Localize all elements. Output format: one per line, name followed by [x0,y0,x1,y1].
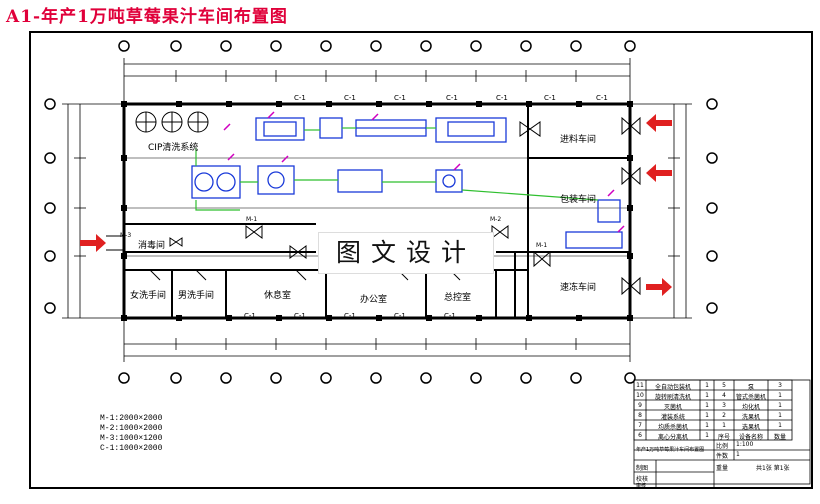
equipment-table-cell: 1 [705,382,709,389]
scale-label: 比例 [716,443,729,450]
door-legend-1: M-1:2000×2000 [100,414,163,423]
window-label: C-1 [544,94,556,102]
door-label: M-3 [120,232,132,239]
flow-arrows [80,114,672,296]
equipment-table-cell: 管式杀菌机 [735,394,766,401]
equipment-table-cell: 8 [638,412,642,419]
window-label: C-1 [344,94,356,102]
equipment-table-cell: 1 [705,412,709,419]
equipment-table-cell: 设备名称 [738,434,763,441]
sheet-label: 重量 [716,465,729,472]
equipment-table-cell: 1 [705,392,709,399]
room-label-rest: 休息室 [264,291,292,301]
sign-row: 制图 [636,465,649,472]
door-legend-2: M-2:1000×2000 [100,424,163,433]
window-label: C-1 [444,312,456,320]
page-title: A1-年产1万吨草莓果汁车间布置图 [6,7,288,27]
title-block [633,379,811,488]
equipment-markers [223,111,625,233]
door-label: M-1 [536,242,548,249]
equipment-table-cell: 选果机 [741,424,760,431]
scale-value: 1:100 [736,441,754,448]
equipment-table-cell: 均化机 [741,404,760,411]
equipment-table-cell: 5 [722,382,726,389]
equipment-table-cell: 全自动包装机 [654,384,691,391]
drawing-name: 年产1万吨草莓果汁车间布置图 [636,447,705,453]
equipment-table-cell: 10 [636,392,644,399]
door-legend-4: C-1:1000×2000 [100,444,163,453]
equipment-table-cell: 均质杀菌机 [657,424,688,431]
room-label-women-wash: 女洗手间 [130,291,167,301]
window-label: C-1 [294,94,306,102]
drawing-frame [29,31,813,489]
equipment-table-cell: 1 [778,392,782,399]
equipment-table-cell: 7 [638,422,642,429]
bottom-dimension [123,318,631,362]
equipment-table-cell: 2 [722,412,726,419]
equipment-table-cell: 灌装系统 [660,414,685,421]
equipment-table-cell: 离心分离机 [657,434,688,441]
sign-row: 审核 [636,483,647,489]
room-label-men-wash: 男洗手间 [178,291,215,301]
equipment-table-cell: 数量 [773,434,786,441]
top-dimension [123,58,631,104]
sign-row: 校核 [636,476,649,483]
qty-label: 件数 [716,453,729,460]
side-dimensions [62,103,692,319]
equipment [191,117,623,249]
door-label: M-1 [246,216,258,223]
cip-tanks [135,111,209,133]
pipelines [195,127,599,211]
room-label-shipping: 速冻车间 [560,283,597,293]
equipment-table-cell: 序号 [717,434,730,441]
equipment-table-cell: 3 [778,382,782,389]
equipment-table-cell: 1 [705,422,709,429]
window-label: C-1 [496,94,508,102]
equipment-table-cell: 1 [778,412,782,419]
entry-lines [106,235,124,251]
equipment-table-cell: 9 [638,402,642,409]
qty-value: 1 [736,451,740,458]
equipment-table-cell: 6 [638,432,642,439]
equipment-table-cell: 1 [722,422,726,429]
equipment-table-cell: 灭菌机 [663,404,682,411]
equipment-table-cell: 1 [778,402,782,409]
equipment-table-cell: 洗果机 [741,414,760,421]
window-label: C-1 [446,94,458,102]
equipment-table-cell: 1 [705,432,709,439]
sheet-info: 共1张 第1张 [756,465,790,472]
window-label: C-1 [394,312,406,320]
window-label: C-1 [596,94,608,102]
window-label: C-1 [344,312,356,320]
equipment-table-cell: 4 [722,392,726,399]
room-label-control: 总控室 [444,293,472,303]
equipment-table-cell: 3 [722,402,726,409]
room-label-office: 办公室 [360,295,388,305]
room-label-disinfect: 消毒间 [138,241,166,251]
door-legend-3: M-3:1000×1200 [100,434,163,443]
room-label-cip: CIP清洗系统 [148,143,199,153]
equipment-table-cell: 11 [636,382,644,389]
window-label: C-1 [244,312,256,320]
room-label-packing: 包装车间 [560,195,597,205]
window-label: C-1 [394,94,406,102]
equipment-table-cell: 泵 [747,384,754,391]
equipment-table-cell: 旋转刷清洗机 [654,394,691,401]
equipment-table-cell: 1 [705,402,709,409]
watermark-stamp: 图文设计 [318,232,494,274]
window-label: C-1 [294,312,306,320]
axis-bubbles [44,40,718,384]
room-label-receiving: 进料车间 [560,135,597,145]
door-label: M-2 [490,216,502,223]
equipment-table-cell: 1 [778,422,782,429]
